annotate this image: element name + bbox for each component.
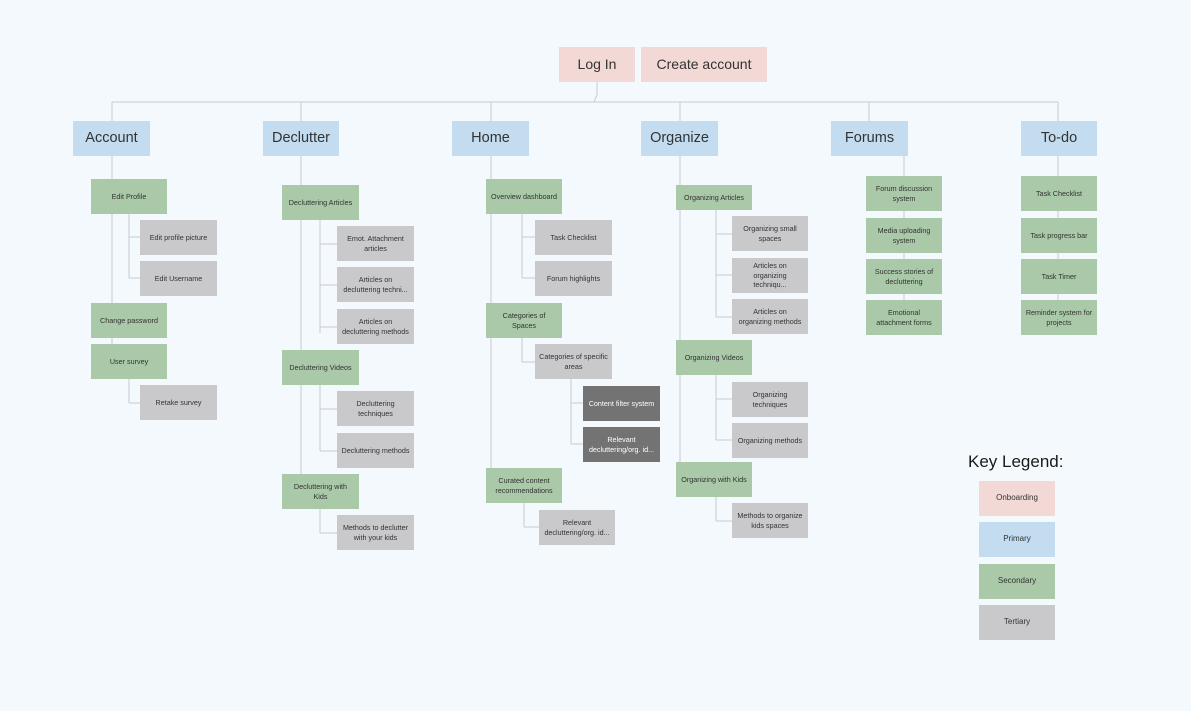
home-task-checklist-node[interactable]: Task Checklist bbox=[535, 220, 612, 255]
edit-profile-picture-node[interactable]: Edit profile picture bbox=[140, 220, 217, 255]
todo-header[interactable]: To-do bbox=[1021, 121, 1097, 156]
articles-organizing-methods-node[interactable]: Articles on organizing methods bbox=[732, 299, 808, 334]
relevant-decluttering-ideas-node[interactable]: Relevant decluttering/org. id... bbox=[583, 427, 660, 462]
decluttering-articles-node[interactable]: Decluttering Articles bbox=[282, 185, 359, 220]
change-password-node[interactable]: Change password bbox=[91, 303, 167, 338]
methods-organize-kids-node[interactable]: Methods to organize kids spaces bbox=[732, 503, 808, 538]
categories-of-spaces-node[interactable]: Categories of Spaces bbox=[486, 303, 562, 338]
organizing-small-spaces-node[interactable]: Organizing small spaces bbox=[732, 216, 808, 251]
decluttering-with-kids-node[interactable]: Decluttering with Kids bbox=[282, 474, 359, 509]
retake-survey-node[interactable]: Retake survey bbox=[140, 385, 217, 420]
forum-discussion-system-node[interactable]: Forum discussion system bbox=[866, 176, 942, 211]
todo-task-checklist-node[interactable]: Task Checklist bbox=[1021, 176, 1097, 211]
articles-organizing-techniques-node[interactable]: Articles on organizing techniqu... bbox=[732, 258, 808, 293]
declutter-header[interactable]: Declutter bbox=[263, 121, 339, 156]
curated-content-node[interactable]: Curated content recommendations bbox=[486, 468, 562, 503]
content-filter-system-node[interactable]: Content filter system bbox=[583, 386, 660, 421]
legend-tertiary: Tertiary bbox=[979, 605, 1055, 640]
success-stories-node[interactable]: Success stories of decluttering bbox=[866, 259, 942, 294]
reminder-system-node[interactable]: Reminder system for projects bbox=[1021, 300, 1097, 335]
decluttering-methods-node[interactable]: Decluttering methods bbox=[337, 433, 414, 468]
organizing-techniques-node[interactable]: Organizing techniques bbox=[732, 382, 808, 417]
forum-highlights-node[interactable]: Forum highlights bbox=[535, 261, 612, 296]
home-header[interactable]: Home bbox=[452, 121, 529, 156]
edit-username-node[interactable]: Edit Username bbox=[140, 261, 217, 296]
edit-profile-node[interactable]: Edit Profile bbox=[91, 179, 167, 214]
user-survey-node[interactable]: User survey bbox=[91, 344, 167, 379]
emot-attachment-articles-node[interactable]: Emot. Attachment articles bbox=[337, 226, 414, 261]
emotional-attachment-forms-node[interactable]: Emotional attachment forms bbox=[866, 300, 942, 335]
articles-decluttering-techniques-node[interactable]: Articles on decluttering techni... bbox=[337, 267, 414, 302]
account-header[interactable]: Account bbox=[73, 121, 150, 156]
legend-title: Key Legend: bbox=[968, 452, 1064, 471]
legend-secondary: Secondary bbox=[979, 564, 1055, 599]
task-progress-bar-node[interactable]: Task progress bar bbox=[1021, 218, 1097, 253]
organizing-methods-node[interactable]: Organizing methods bbox=[732, 423, 808, 458]
organizing-articles-node[interactable]: Organizing Articles bbox=[676, 185, 752, 210]
media-uploading-system-node[interactable]: Media uploading system bbox=[866, 218, 942, 253]
legend-primary: Primary bbox=[979, 522, 1055, 557]
overview-dashboard-node[interactable]: Overview dashboard bbox=[486, 179, 562, 214]
task-timer-node[interactable]: Task Timer bbox=[1021, 259, 1097, 294]
organizing-videos-node[interactable]: Organizing Videos bbox=[676, 340, 752, 375]
organize-header[interactable]: Organize bbox=[641, 121, 718, 156]
methods-declutter-kids-node[interactable]: Methods to declutter with your kids bbox=[337, 515, 414, 550]
articles-decluttering-methods-node[interactable]: Articles on decluttering methods bbox=[337, 309, 414, 344]
decluttering-videos-node[interactable]: Decluttering Videos bbox=[282, 350, 359, 385]
relevant-decluttering-ideas-2-node[interactable]: Relevant decluttering/org. id... bbox=[539, 510, 615, 545]
decluttering-techniques-node[interactable]: Decluttering techniques bbox=[337, 391, 414, 426]
create-account-button[interactable]: Create account bbox=[641, 47, 767, 82]
login-button[interactable]: Log In bbox=[559, 47, 635, 82]
forums-header[interactable]: Forums bbox=[831, 121, 908, 156]
organizing-with-kids-node[interactable]: Organizing with Kids bbox=[676, 462, 752, 497]
connector-line bbox=[593, 94, 598, 103]
legend-onboarding: Onboarding bbox=[979, 481, 1055, 516]
categories-specific-areas-node[interactable]: Categories of specific areas bbox=[535, 344, 612, 379]
